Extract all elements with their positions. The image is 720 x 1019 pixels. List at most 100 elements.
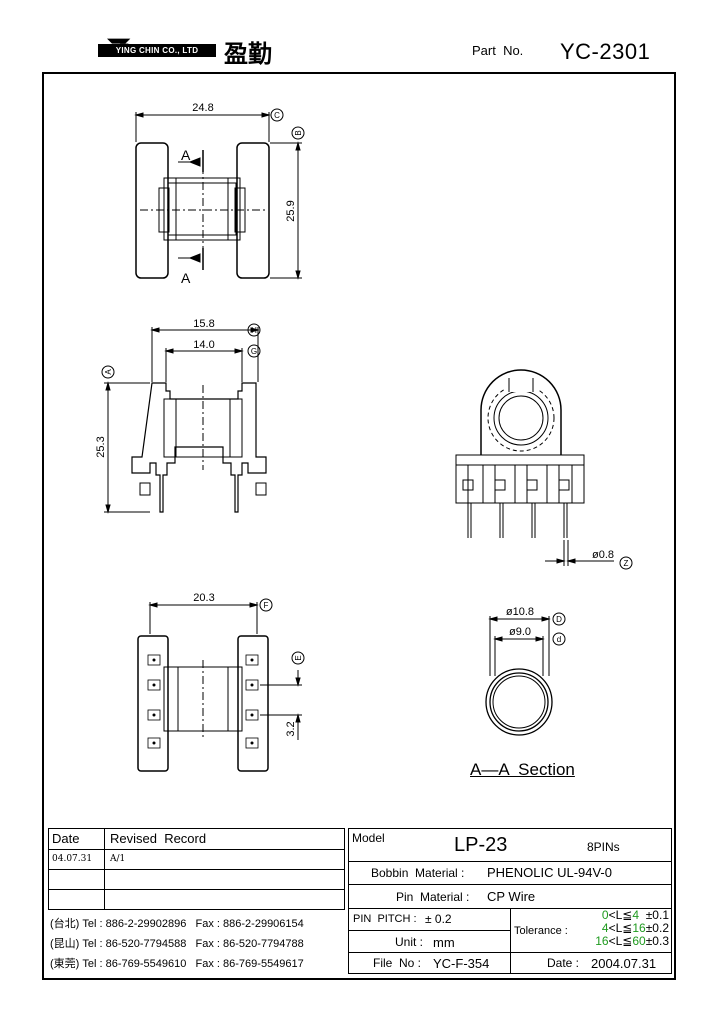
top-width-dim: 24.8 — [192, 102, 213, 114]
ref-b-label: B — [294, 130, 303, 135]
revision-date-header: Date — [49, 829, 105, 849]
company-name: YING CHIN CO., LTD — [98, 44, 216, 57]
part-number: YC-2301 — [560, 39, 651, 64]
tolerance-low: 4 — [601, 921, 609, 935]
table-row — [49, 870, 344, 890]
front-inner-dim: 14.0 — [193, 339, 214, 351]
tolerance-cell: Tolerance : 0<L≦4 ±0.1 4<L≦16±0.2 16<L≦6… — [511, 909, 671, 953]
ref-e-label: E — [294, 655, 303, 660]
bottom-width-dim: 20.3 — [193, 592, 214, 604]
tolerance-low: 16 — [595, 934, 609, 948]
ref-z-label: Z — [624, 559, 629, 568]
tolerance-row: 0<L≦4 ±0.1 — [577, 909, 669, 922]
top-view — [134, 108, 305, 280]
part-number-label: Part No. — [472, 43, 524, 58]
tolerance-low: 0 — [601, 908, 609, 922]
revision-record — [105, 870, 344, 889]
bobbin-row: Bobbin Material : PHENOLIC UL-94V-0 — [349, 862, 671, 885]
pin-material-row: Pin Material : CP Wire — [349, 885, 671, 909]
unit-value: mm — [433, 935, 455, 950]
top-height-dim: 25.9 — [285, 200, 297, 221]
pitch-label: PIN PITCH : — [353, 913, 417, 925]
tolerance-high: 4 — [632, 908, 640, 922]
tolerance-cond: <L≦ — [608, 908, 633, 922]
section-outer-dim: ø10.8 — [506, 606, 534, 618]
front-height-dim: 25.3 — [95, 436, 107, 457]
contact-city: (台北) — [50, 918, 80, 930]
file-value: YC-F-354 — [433, 956, 490, 971]
section-mark-top: A — [181, 147, 191, 163]
ref-a-label: A — [104, 369, 113, 375]
date-value: 2004.07.31 — [591, 956, 657, 971]
revision-table: Date Revised Record 04.07.31 A/1 — [48, 828, 345, 910]
contact-tel: Tel : 86-520-7794588 — [82, 938, 187, 950]
bottom-pitch-dim: 3.2 — [285, 721, 297, 736]
model-label: Model — [352, 831, 385, 845]
ref-g-label: G — [251, 347, 257, 356]
revision-date — [49, 870, 105, 889]
contact-fax: Fax : 886-2-29906154 — [195, 918, 304, 930]
spec-table: Model LP-23 8PINs Bobbin Material : PHEN… — [348, 828, 672, 974]
date-label: Date : — [547, 956, 580, 970]
tolerance-value: ±0.3 — [645, 934, 669, 948]
contact-list: (台北) Tel : 886-2-29902896 Fax : 886-2-29… — [50, 914, 345, 974]
table-row — [49, 890, 344, 909]
revision-date — [49, 890, 105, 909]
pin-dim: ø0.8 — [592, 549, 614, 561]
contact-city: (昆山) — [50, 938, 80, 950]
model-value: LP-23 — [454, 834, 508, 856]
unit-cell: Unit : mm — [349, 931, 511, 953]
table-row: 04.07.31 A/1 — [49, 850, 344, 870]
ref-h-label: H — [251, 326, 257, 335]
contact-row: (台北) Tel : 886-2-29902896 Fax : 886-2-29… — [50, 914, 345, 934]
ref-d-lower-label: d — [557, 635, 561, 644]
revision-record-header: Revised Record — [110, 831, 207, 846]
tolerance-high: 60 — [632, 934, 646, 948]
date-cell: Date : 2004.07.31 — [511, 953, 671, 973]
bobbin-value: PHENOLIC UL-94V-0 — [487, 865, 612, 880]
contact-tel: Tel : 86-769-5549610 — [82, 958, 187, 970]
section-mark-bottom: A — [181, 270, 191, 286]
tolerance-row: 16<L≦60±0.3 — [577, 935, 669, 948]
front-outer-dim: 15.8 — [193, 318, 214, 330]
ref-c-label: C — [274, 111, 280, 120]
side-view — [455, 369, 633, 570]
tolerance-label: Tolerance : — [514, 925, 568, 937]
contact-row: (昆山) Tel : 86-520-7794588 Fax : 86-520-7… — [50, 934, 345, 954]
tolerance-high: 16 — [632, 921, 646, 935]
revision-record: A/1 — [110, 854, 126, 864]
front-view — [101, 323, 267, 514]
company-name-cjk: 盈勤 — [224, 39, 272, 68]
model-row: Model LP-23 8PINs — [349, 829, 671, 862]
section-inner-dim: ø9.0 — [509, 626, 531, 638]
contact-city: (東莞) — [50, 958, 80, 970]
pitch-value: ± 0.2 — [425, 912, 452, 926]
pin-count: 8PINs — [587, 840, 620, 854]
tolerance-row: 4<L≦16±0.2 — [577, 922, 669, 935]
bottom-view — [137, 598, 305, 772]
ref-d-upper-label: D — [556, 615, 562, 624]
pin-material-value: CP Wire — [487, 889, 536, 904]
contact-fax: Fax : 86-769-5549617 — [195, 958, 304, 970]
contact-fax: Fax : 86-520-7794788 — [195, 938, 304, 950]
ref-f-label: F — [264, 601, 269, 610]
drawing-frame — [42, 72, 676, 980]
section-view — [485, 612, 566, 736]
contact-tel: Tel : 886-2-29902896 — [82, 918, 187, 930]
tolerance-list: 0<L≦4 ±0.1 4<L≦16±0.2 16<L≦60±0.3 — [577, 909, 669, 948]
tolerance-value: ±0.1 — [645, 908, 669, 922]
pin-material-label: Pin Material : — [396, 890, 470, 904]
pitch-cell: PIN PITCH : ± 0.2 — [349, 909, 511, 931]
unit-label: Unit : — [395, 935, 424, 949]
section-title: A—A Section — [470, 760, 575, 779]
tolerance-cond: <L≦ — [608, 921, 633, 935]
contact-row: (東莞) Tel : 86-769-5549610 Fax : 86-769-5… — [50, 954, 345, 974]
bobbin-label: Bobbin Material : — [371, 866, 465, 880]
file-label: File No : — [373, 956, 422, 970]
tolerance-cond: <L≦ — [608, 934, 633, 948]
file-cell: File No : YC-F-354 — [349, 953, 511, 973]
revision-date: 04.07.31 — [49, 850, 105, 869]
revision-record — [105, 890, 344, 909]
